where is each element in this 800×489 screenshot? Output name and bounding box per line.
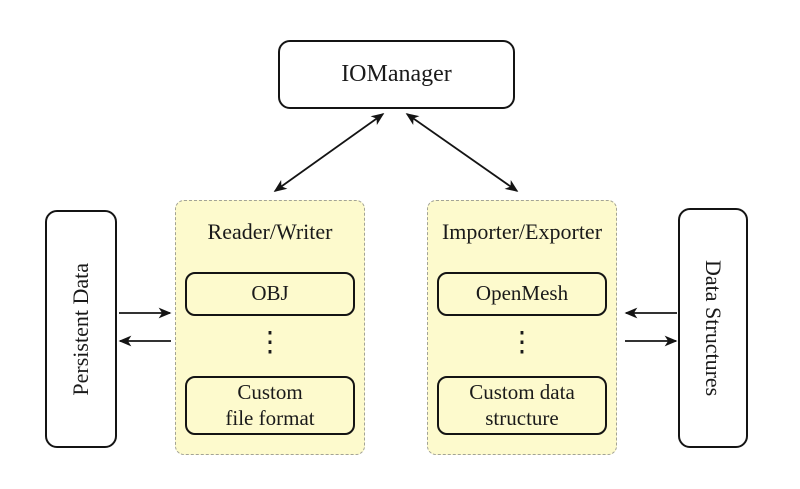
persistent-data-label: Persistent Data — [68, 262, 93, 396]
obj-label: OBJ — [251, 281, 289, 306]
openmesh-label: OpenMesh — [475, 281, 569, 306]
obj-box: OBJ — [185, 272, 355, 316]
persistent-data-box: Persistent Data — [45, 210, 117, 448]
vertical-ellipsis: ⋮ — [256, 325, 284, 358]
reader-writer-title: Reader/Writer — [207, 219, 333, 244]
arrow-iomanager-readerwriter — [273, 113, 385, 192]
data-structures-label: Data Structures — [701, 259, 726, 397]
vertical-ellipsis: ⋮ — [508, 325, 536, 358]
iomanager-label: IOManager — [341, 61, 452, 87]
iomanager-box: IOManager — [278, 40, 515, 109]
importer-exporter-panel: Importer/Exporter OpenMesh ⋮ Custom data… — [427, 200, 617, 455]
custom-file-format-label: Custom file format — [225, 380, 315, 430]
data-structures-box: Data Structures — [678, 208, 748, 448]
custom-data-structure-label: Custom data structure — [469, 380, 575, 430]
openmesh-box: OpenMesh — [437, 272, 607, 316]
custom-data-structure-box: Custom data structure — [437, 376, 607, 435]
arrow-iomanager-importerexporter — [405, 113, 519, 192]
reader-writer-panel: Reader/Writer OBJ ⋮ Custom file format — [175, 200, 365, 455]
importer-exporter-title: Importer/Exporter — [441, 219, 603, 244]
custom-file-format-box: Custom file format — [185, 376, 355, 435]
